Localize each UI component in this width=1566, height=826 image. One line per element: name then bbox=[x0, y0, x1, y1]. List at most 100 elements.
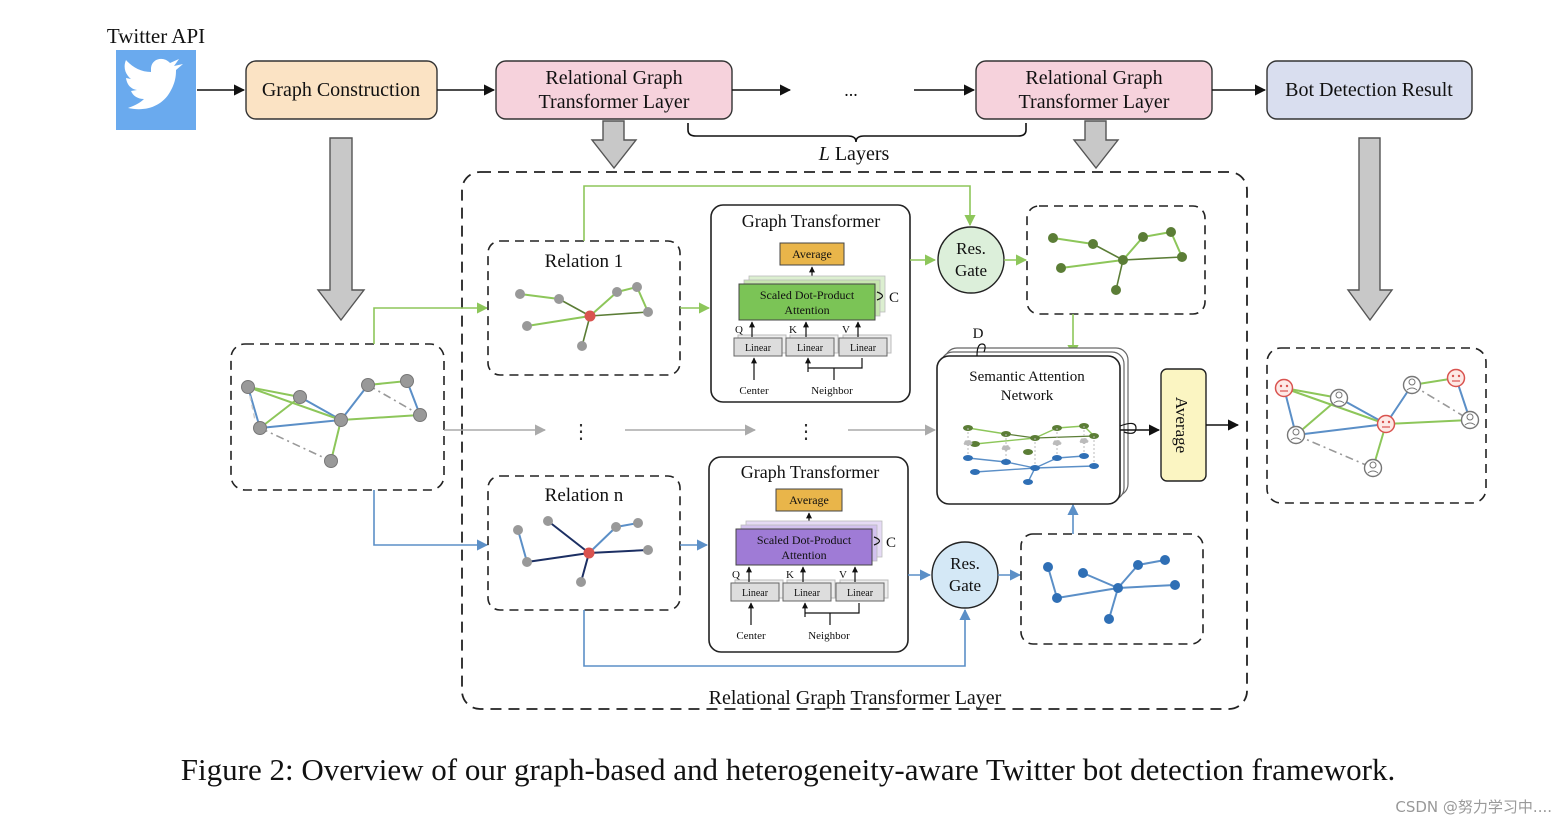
human-node-icon-1 bbox=[1329, 388, 1349, 408]
rgt-layer-box-first: Relational Graph Transformer Layer bbox=[495, 60, 733, 120]
bot-node-icon-3 bbox=[1446, 368, 1466, 388]
csdn-watermark: CSDN @努力学习中.... bbox=[1395, 798, 1552, 816]
neighbor-label-1: Neighbor bbox=[811, 385, 853, 397]
q-label-1: Q bbox=[735, 324, 743, 336]
linear-v-1: Linear bbox=[838, 334, 892, 357]
human-node-icon-5 bbox=[1460, 410, 1480, 430]
l-layers-brace bbox=[687, 123, 1027, 143]
linear-q-1: Linear bbox=[733, 334, 787, 357]
linear-k-1-label: Linear bbox=[797, 343, 824, 354]
average-vertical-box: Average bbox=[1160, 368, 1207, 482]
twitter-logo-icon bbox=[116, 50, 196, 130]
sdpa-n-line1: Scaled Dot-Product bbox=[757, 533, 852, 547]
vdots-relations: ⋮ bbox=[571, 421, 591, 443]
semantic-gray-layer bbox=[963, 426, 1095, 468]
green-residual-path bbox=[583, 185, 976, 241]
d-label: D bbox=[973, 326, 984, 342]
blue-output-frame bbox=[1020, 533, 1204, 645]
graph-transformer-1: Graph Transformer Average Scaled Dot-Pro… bbox=[710, 204, 911, 403]
sdpa-box-1 bbox=[738, 283, 876, 321]
graph-transformer-n: Graph Transformer Average Scaled Dot-Pro… bbox=[708, 456, 909, 653]
v-label-1: V bbox=[842, 324, 850, 336]
blue-output-graph bbox=[1043, 555, 1180, 624]
average-vertical-label: Average bbox=[1172, 397, 1191, 453]
k-label-1: K bbox=[789, 324, 797, 336]
layers-ellipsis: ... bbox=[844, 80, 858, 100]
l-layers-label: L Layers bbox=[818, 143, 890, 165]
average-box-n-label: Average bbox=[789, 493, 829, 507]
graph-transformer-n-title: Graph Transformer bbox=[741, 462, 879, 482]
average-box-1-label: Average bbox=[792, 247, 832, 261]
input-graph bbox=[241, 374, 427, 468]
semantic-line1: Semantic Attention bbox=[969, 369, 1085, 385]
blue-residual-path bbox=[583, 608, 971, 667]
rgt-layer-last-line1: Relational Graph bbox=[1025, 67, 1162, 89]
average-box-n bbox=[775, 488, 843, 512]
relationn-label: Relation n bbox=[545, 485, 624, 506]
linear-q-1-label: Linear bbox=[745, 343, 772, 354]
sdpa-1-line2: Attention bbox=[784, 303, 829, 317]
bot-node-icon-2 bbox=[1376, 414, 1396, 434]
semantic-blue-layer bbox=[963, 453, 1099, 485]
linear-v-n: Linear bbox=[835, 579, 889, 602]
l-layers-word: Layers bbox=[830, 143, 890, 165]
relationn-graph bbox=[513, 516, 653, 587]
linear-q-n-label: Linear bbox=[742, 588, 769, 599]
twitter-api-label: Twitter API bbox=[107, 24, 205, 48]
rgt-layer-detail-frame bbox=[461, 171, 1248, 710]
linear-k-1: Linear bbox=[785, 334, 839, 357]
sdpa-1-line1: Scaled Dot-Product bbox=[760, 288, 855, 302]
relation1-graph bbox=[515, 282, 653, 351]
gray-down-arrow-rgt1 bbox=[590, 120, 638, 170]
gray-down-arrow-construction bbox=[316, 137, 366, 322]
relationn-frame bbox=[487, 475, 681, 611]
res-gate-1-line1: Res. bbox=[956, 239, 986, 258]
gray-down-arrow-result bbox=[1346, 137, 1394, 322]
rgt-layer-first-line1: Relational Graph bbox=[545, 67, 682, 89]
gray-down-arrow-rgtL bbox=[1072, 120, 1120, 170]
v-label-n: V bbox=[839, 569, 847, 581]
l-layers-var: L bbox=[818, 143, 830, 165]
rgt-layer-first-line2: Transformer Layer bbox=[539, 91, 690, 113]
average-box-1 bbox=[779, 242, 845, 266]
center-label-1: Center bbox=[739, 385, 769, 397]
rgt-layer-last-line2: Transformer Layer bbox=[1019, 91, 1170, 113]
center-label-n: Center bbox=[736, 630, 766, 642]
res-gate-n-line1: Res. bbox=[950, 554, 980, 573]
linear-v-1-label: Linear bbox=[850, 343, 877, 354]
green-output-frame bbox=[1026, 205, 1206, 315]
graph-construction-label: Graph Construction bbox=[262, 79, 420, 101]
semantic-line2: Network bbox=[1001, 388, 1054, 404]
linear-k-n-label: Linear bbox=[794, 588, 821, 599]
res-gate-1-line2: Gate bbox=[955, 261, 987, 280]
rgt-layer-detail-label: Relational Graph Transformer Layer bbox=[709, 687, 1002, 709]
result-graph-frame bbox=[1266, 347, 1487, 504]
k-label-n: K bbox=[786, 569, 794, 581]
linear-q-n: Linear bbox=[730, 579, 784, 602]
sdpa-box-n bbox=[735, 528, 873, 566]
input-graph-frame bbox=[230, 343, 445, 491]
linear-v-n-label: Linear bbox=[847, 588, 874, 599]
q-label-n: Q bbox=[732, 569, 740, 581]
bot-node-icon-1 bbox=[1274, 378, 1294, 398]
figure-caption: Figure 2: Overview of our graph-based an… bbox=[181, 752, 1395, 787]
human-node-icon-4 bbox=[1402, 375, 1422, 395]
rgt-layer-box-last: Relational Graph Transformer Layer bbox=[975, 60, 1213, 120]
semantic-green-layer bbox=[963, 423, 1099, 455]
res-gate-n: Res. Gate bbox=[931, 541, 999, 609]
res-gate-n-line2: Gate bbox=[949, 576, 981, 595]
c-label-n: C bbox=[886, 535, 896, 551]
human-node-icon-2 bbox=[1286, 425, 1306, 445]
semantic-attention-network: D Semantic Attention Network bbox=[936, 326, 1137, 505]
sdpa-n-line2: Attention bbox=[781, 548, 826, 562]
bot-detection-result-box: Bot Detection Result bbox=[1266, 60, 1473, 120]
vdots-transformers: ⋮ bbox=[796, 421, 816, 443]
c-label-1: C bbox=[889, 290, 899, 306]
green-output-graph bbox=[1048, 227, 1187, 295]
neighbor-label-n: Neighbor bbox=[808, 630, 850, 642]
human-node-icon-3 bbox=[1363, 458, 1383, 478]
res-gate-1: Res. Gate bbox=[937, 226, 1005, 294]
linear-k-n: Linear bbox=[782, 579, 836, 602]
graph-transformer-1-title: Graph Transformer bbox=[742, 211, 880, 231]
